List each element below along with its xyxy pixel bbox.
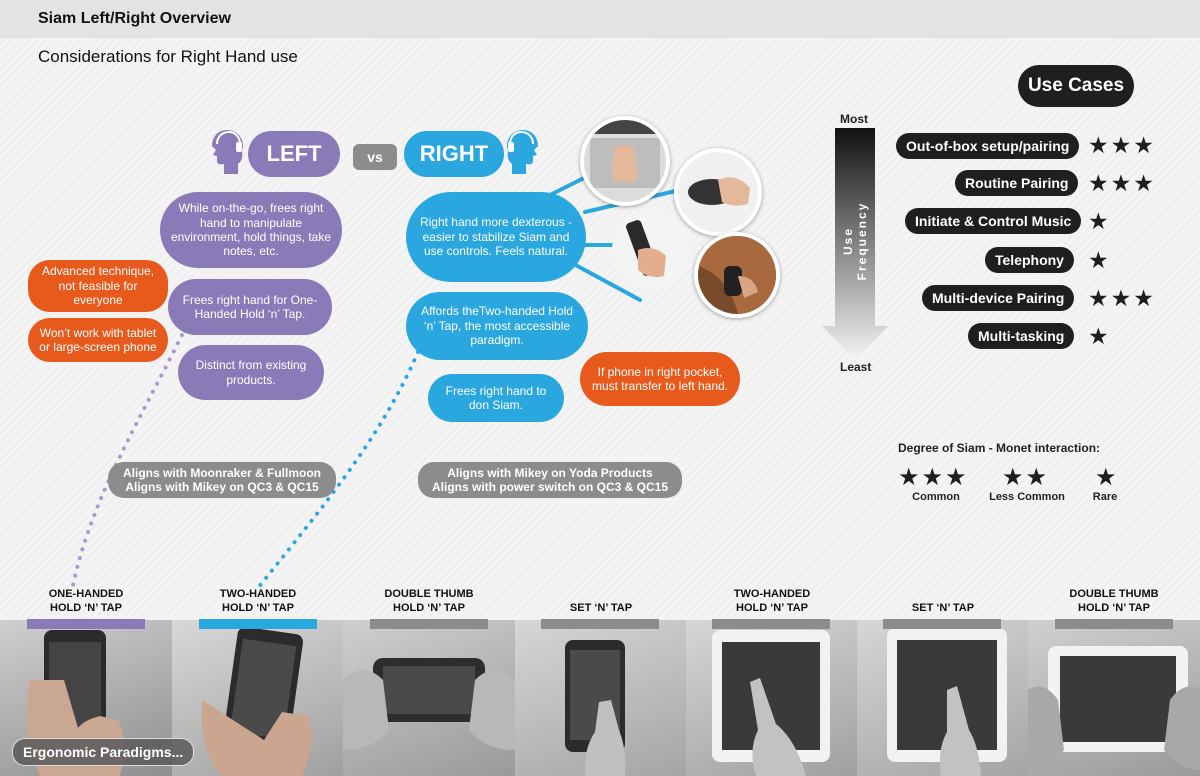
- alignment-left-line-1: Aligns with Moonraker & Fullmoon: [123, 465, 321, 480]
- legend-common-label: Common: [912, 491, 960, 503]
- alignment-left-line-2: Aligns with Mikey on QC3 & QC15: [125, 480, 319, 494]
- paradigm-bar-1: [27, 619, 145, 629]
- use-case-routine-pairing: Routine Pairing: [955, 170, 1079, 196]
- use-case-out-of-box-rating: ★★★: [1088, 132, 1156, 158]
- paradigm-label-4-line2: SET ‘N’ TAP: [569, 602, 633, 614]
- dotted-link-right: [256, 350, 420, 590]
- dotted-link-left: [70, 333, 184, 592]
- right-point-2: Affords theTwo-handed Hold ‘n’ Tap, the …: [406, 292, 588, 360]
- use-case-music-rating: ★: [1088, 208, 1111, 234]
- frequency-most-label: Most: [840, 112, 868, 126]
- legend-title: Degree of Siam - Monet interaction:: [898, 441, 1101, 455]
- legend-common-stars: ★★★: [898, 464, 969, 491]
- legend-rare-label: Rare: [1092, 491, 1118, 503]
- left-caution-1: Advanced technique, not feasible for eve…: [28, 260, 168, 312]
- paradigm-label-3-line1: DOUBLE THUMB: [384, 588, 474, 600]
- left-header: LEFT: [248, 131, 340, 177]
- use-case-multi-tasking: Multi-tasking: [968, 323, 1075, 349]
- legend-rare-stars: ★: [1095, 464, 1119, 491]
- head-right-icon: [507, 130, 538, 174]
- left-point-3: Distinct from existing products.: [178, 345, 324, 400]
- alignment-right-line-2: Aligns with power switch on QC3 & QC15: [431, 480, 669, 494]
- vs-badge: vs: [353, 144, 397, 170]
- use-case-music: Initiate & Control Music: [905, 208, 1082, 234]
- connector-hair: [568, 260, 642, 302]
- remote-image: [612, 210, 692, 290]
- paradigm-label-1-line2: HOLD ‘N’ TAP: [50, 601, 122, 614]
- right-caution: If phone in right pocket, must transfer …: [580, 352, 740, 406]
- legend-less-common-stars: ★★: [1002, 464, 1050, 491]
- paradigm-bar-3: [370, 619, 488, 629]
- use-cases-title: Use Cases: [1018, 65, 1134, 107]
- frequency-axis-label: Use Frequency: [841, 201, 869, 281]
- use-case-telephony-rating: ★: [1088, 247, 1111, 273]
- paradigm-label-5-line2: HOLD ‘N’ TAP: [736, 601, 808, 614]
- paradigm-label-4: SET ‘N’ TAP: [515, 602, 687, 616]
- use-case-multi-device: Multi-device Pairing: [922, 285, 1075, 311]
- paradigm-bar-5: [712, 619, 830, 629]
- paradigm-label-2-line2: HOLD ‘N’ TAP: [222, 601, 294, 614]
- paradigm-label-2-line1: TWO-HANDED: [219, 588, 297, 600]
- legend-less-common-label: Less Common: [989, 491, 1065, 503]
- alignment-right-line-1: Aligns with Mikey on Yoda Products: [447, 465, 653, 480]
- title-bar: Siam Left/Right Overview: [0, 0, 1200, 38]
- use-case-telephony: Telephony: [985, 247, 1074, 273]
- page-title: Siam Left/Right Overview: [38, 10, 231, 27]
- paradigm-label-1-line1: ONE-HANDED: [48, 588, 124, 600]
- paradigm-label-7-line2: HOLD ‘N’ TAP: [1078, 601, 1150, 614]
- alignment-right: Aligns with Mikey on Yoda Products Align…: [418, 462, 682, 498]
- mouse-image: [674, 148, 762, 236]
- paradigm-bar-2: [199, 619, 317, 629]
- left-caution-2: Won’t work with tablet or large-screen p…: [28, 318, 168, 362]
- frequency-arrow: [822, 128, 888, 360]
- paradigm-photo-6: [857, 620, 1028, 776]
- paradigm-label-6: SET ‘N’ TAP: [857, 602, 1029, 616]
- paradigm-photo-2: [172, 620, 343, 776]
- use-case-multi-tasking-rating: ★: [1088, 323, 1111, 349]
- touchpad-image: [580, 116, 670, 206]
- use-case-multi-device-rating: ★★★: [1088, 285, 1156, 311]
- paradigm-photo-4: [515, 620, 686, 776]
- page-subtitle: Considerations for Right Hand use: [38, 47, 298, 66]
- paradigm-label-6-line2: SET ‘N’ TAP: [911, 602, 975, 614]
- paradigm-bar-7: [1055, 619, 1173, 629]
- right-header: RIGHT: [404, 131, 504, 177]
- use-case-out-of-box: Out-of-box setup/pairing: [896, 133, 1080, 159]
- head-left-icon: [212, 130, 243, 174]
- ergonomic-paradigms-button[interactable]: Ergonomic Paradigms...: [12, 738, 195, 766]
- paradigm-bar-4: [541, 619, 659, 629]
- right-point-3: Frees right hand to don Siam.: [428, 374, 564, 422]
- hair-image: [694, 232, 780, 318]
- paradigm-label-5-line1: TWO-HANDED: [733, 588, 811, 600]
- use-case-routine-pairing-rating: ★★★: [1088, 170, 1156, 196]
- paradigm-photo-7: [1028, 620, 1200, 776]
- paradigm-bar-6: [883, 619, 1001, 629]
- left-point-1: While on-the-go, frees right hand to man…: [160, 192, 342, 268]
- paradigm-photo-5: [686, 620, 857, 776]
- paradigm-label-7-line1: DOUBLE THUMB: [1069, 588, 1159, 600]
- left-point-2: Frees right hand for One-Handed Hold ‘n’…: [168, 279, 332, 335]
- right-point-1: Right hand more dexterous - easier to st…: [406, 192, 586, 282]
- paradigm-label-3-line2: HOLD ‘N’ TAP: [393, 601, 465, 614]
- paradigm-photo-3: [343, 620, 515, 776]
- alignment-left: Aligns with Moonraker & Fullmoon Aligns …: [108, 462, 336, 498]
- frequency-least-label: Least: [840, 360, 872, 374]
